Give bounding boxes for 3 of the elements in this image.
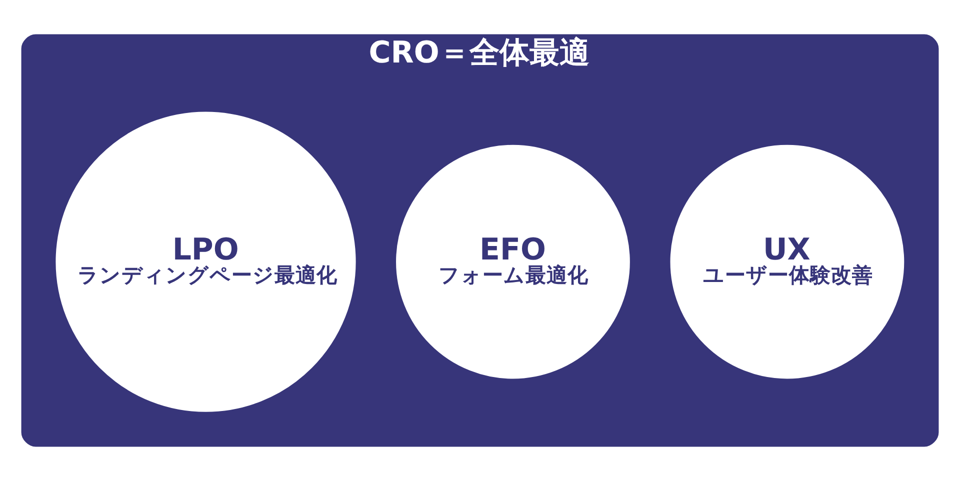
node-circle: UX ユーザー体験改善 (670, 144, 904, 378)
node-circle: LPO ランディングページ最適化 (56, 111, 356, 412)
node-circle: EFO フォーム最適化 (396, 144, 630, 378)
